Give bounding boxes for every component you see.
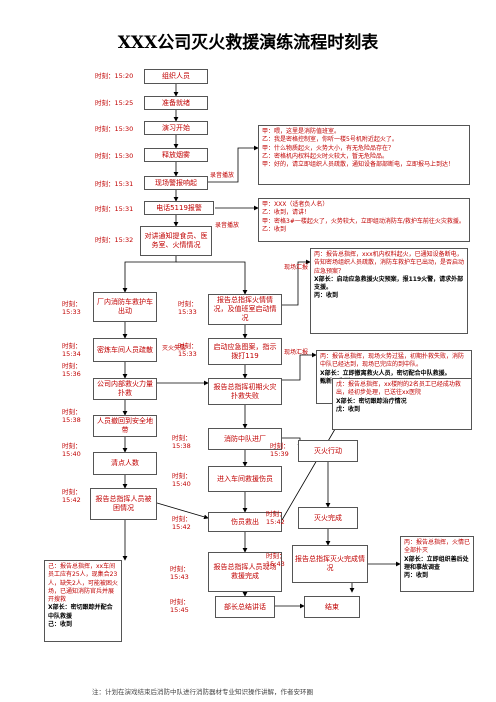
step-firefight: 灭火行动 xyxy=(298,440,358,462)
step-injured-out: 伤员救出 xyxy=(208,512,282,532)
time-label: 时刻：15:42 xyxy=(172,515,192,531)
step-smoke: 释放烟雾 xyxy=(144,148,208,162)
label-record: 录音播放 xyxy=(210,172,235,179)
step-intercom: 对讲通知提食员、医务室、火情情况 xyxy=(140,226,212,256)
step-call: 电话5119报警 xyxy=(144,201,214,215)
step-emergency-plan: 启动应急图案，指示拨打119 xyxy=(208,338,282,365)
footer-note: 注：计划在演戏结束后消防中队进行消防器材专业知识操作讲解，作者安环圈 xyxy=(92,688,313,696)
step-headcount: 清点人数 xyxy=(93,452,157,475)
time-label: 时刻：15:40 xyxy=(172,472,192,488)
step-rescue-injured: 进入车间救援伤员 xyxy=(208,466,282,492)
time-label: 时刻：15:39 xyxy=(270,442,290,458)
time-label: 时刻：15:20 xyxy=(95,72,134,80)
label-fire-fail: 灭火失败 xyxy=(162,345,187,352)
time-label: 时刻：15:38 xyxy=(62,408,82,424)
time-label: 时刻：15:42 xyxy=(266,510,286,526)
step-report-fire-out: 报告总指挥灭火完成情况 xyxy=(292,545,368,583)
time-label: 时刻：15:40 xyxy=(62,442,82,458)
dialogue-note-b: 甲：XXX（适者负人名）乙：收到，请讲！甲：密格3#一楼起火了，火势较大，立即组… xyxy=(258,198,470,242)
label-report: 现场汇报 xyxy=(284,264,309,271)
step-withdraw: 人员撤回到安全地带 xyxy=(93,415,157,437)
time-label: 时刻：15:31 xyxy=(95,205,134,213)
step-fire-truck: 厂内消防车救护车出动 xyxy=(93,292,157,322)
time-label: 时刻：15:43 xyxy=(170,565,190,581)
label-report: 现场汇报 xyxy=(284,349,309,356)
time-label: 时刻：15:43 xyxy=(266,552,286,568)
step-brigade-enter: 消防中队进厂 xyxy=(208,428,282,450)
step-internal-fight: 公司内部救火力量扑救 xyxy=(93,378,157,400)
time-label: 时刻：15:33 xyxy=(62,300,82,316)
label-record: 录音播放 xyxy=(215,222,240,229)
time-label: 时刻：15:25 xyxy=(95,99,134,107)
time-label: 时刻：15:32 xyxy=(95,236,134,244)
step-report-fail: 报告总指挥初期火灾扑救失败 xyxy=(208,378,282,405)
step-report-trapped: 报告总指挥人员被困情况 xyxy=(90,488,157,520)
time-label: 时刻：15:34 xyxy=(62,342,82,358)
time-label: 时刻：15:45 xyxy=(170,598,190,614)
time-label: 时刻：15:31 xyxy=(95,180,134,188)
step-fire-out: 灭火完成 xyxy=(298,507,358,529)
page-title: XXX公司灭火救援演练流程时刻表 xyxy=(117,33,379,53)
time-label: 时刻：15:38 xyxy=(172,434,192,450)
step-ready: 准备就绪 xyxy=(144,96,208,110)
dialogue-note-g: 己：报告总指挥，xx车间员工应有25人，现集合23人，缺失2人，可能被困火场，已… xyxy=(44,560,122,642)
step-evacuate: 密炼车间人员疏散 xyxy=(93,338,157,362)
step-end: 结束 xyxy=(304,596,360,618)
step-report-fire: 报告总指挥火情情况，及值班室启动情况 xyxy=(208,294,282,325)
step-rescue-done: 报告总指挥人员现场救援完成 xyxy=(208,552,282,592)
dialogue-note-c: 丙：报告总指挥，xxx机内权料起火，已通知设备断电，告知密场组织人员疏散，消防车… xyxy=(310,248,468,334)
time-label: 时刻：15:30 xyxy=(95,125,134,133)
step-summary: 部长总结讲话 xyxy=(215,596,275,618)
time-label: 时刻：15:33 xyxy=(178,342,198,358)
time-label: 时刻：15:30 xyxy=(95,152,134,160)
time-label: 时刻：15:42 xyxy=(62,488,82,504)
time-label: 时刻：15:33 xyxy=(178,300,198,316)
step-alarm: 现场警报响起 xyxy=(144,176,208,190)
dialogue-note-a: 甲：喂，这里是消防值班室。乙：我是密格控制室，你听一楼5号机附近起火了。甲：什么… xyxy=(258,125,470,185)
step-organize: 组织人员 xyxy=(144,69,208,84)
step-start: 演习开始 xyxy=(144,121,208,135)
time-label: 时刻：15:36 xyxy=(62,362,82,378)
